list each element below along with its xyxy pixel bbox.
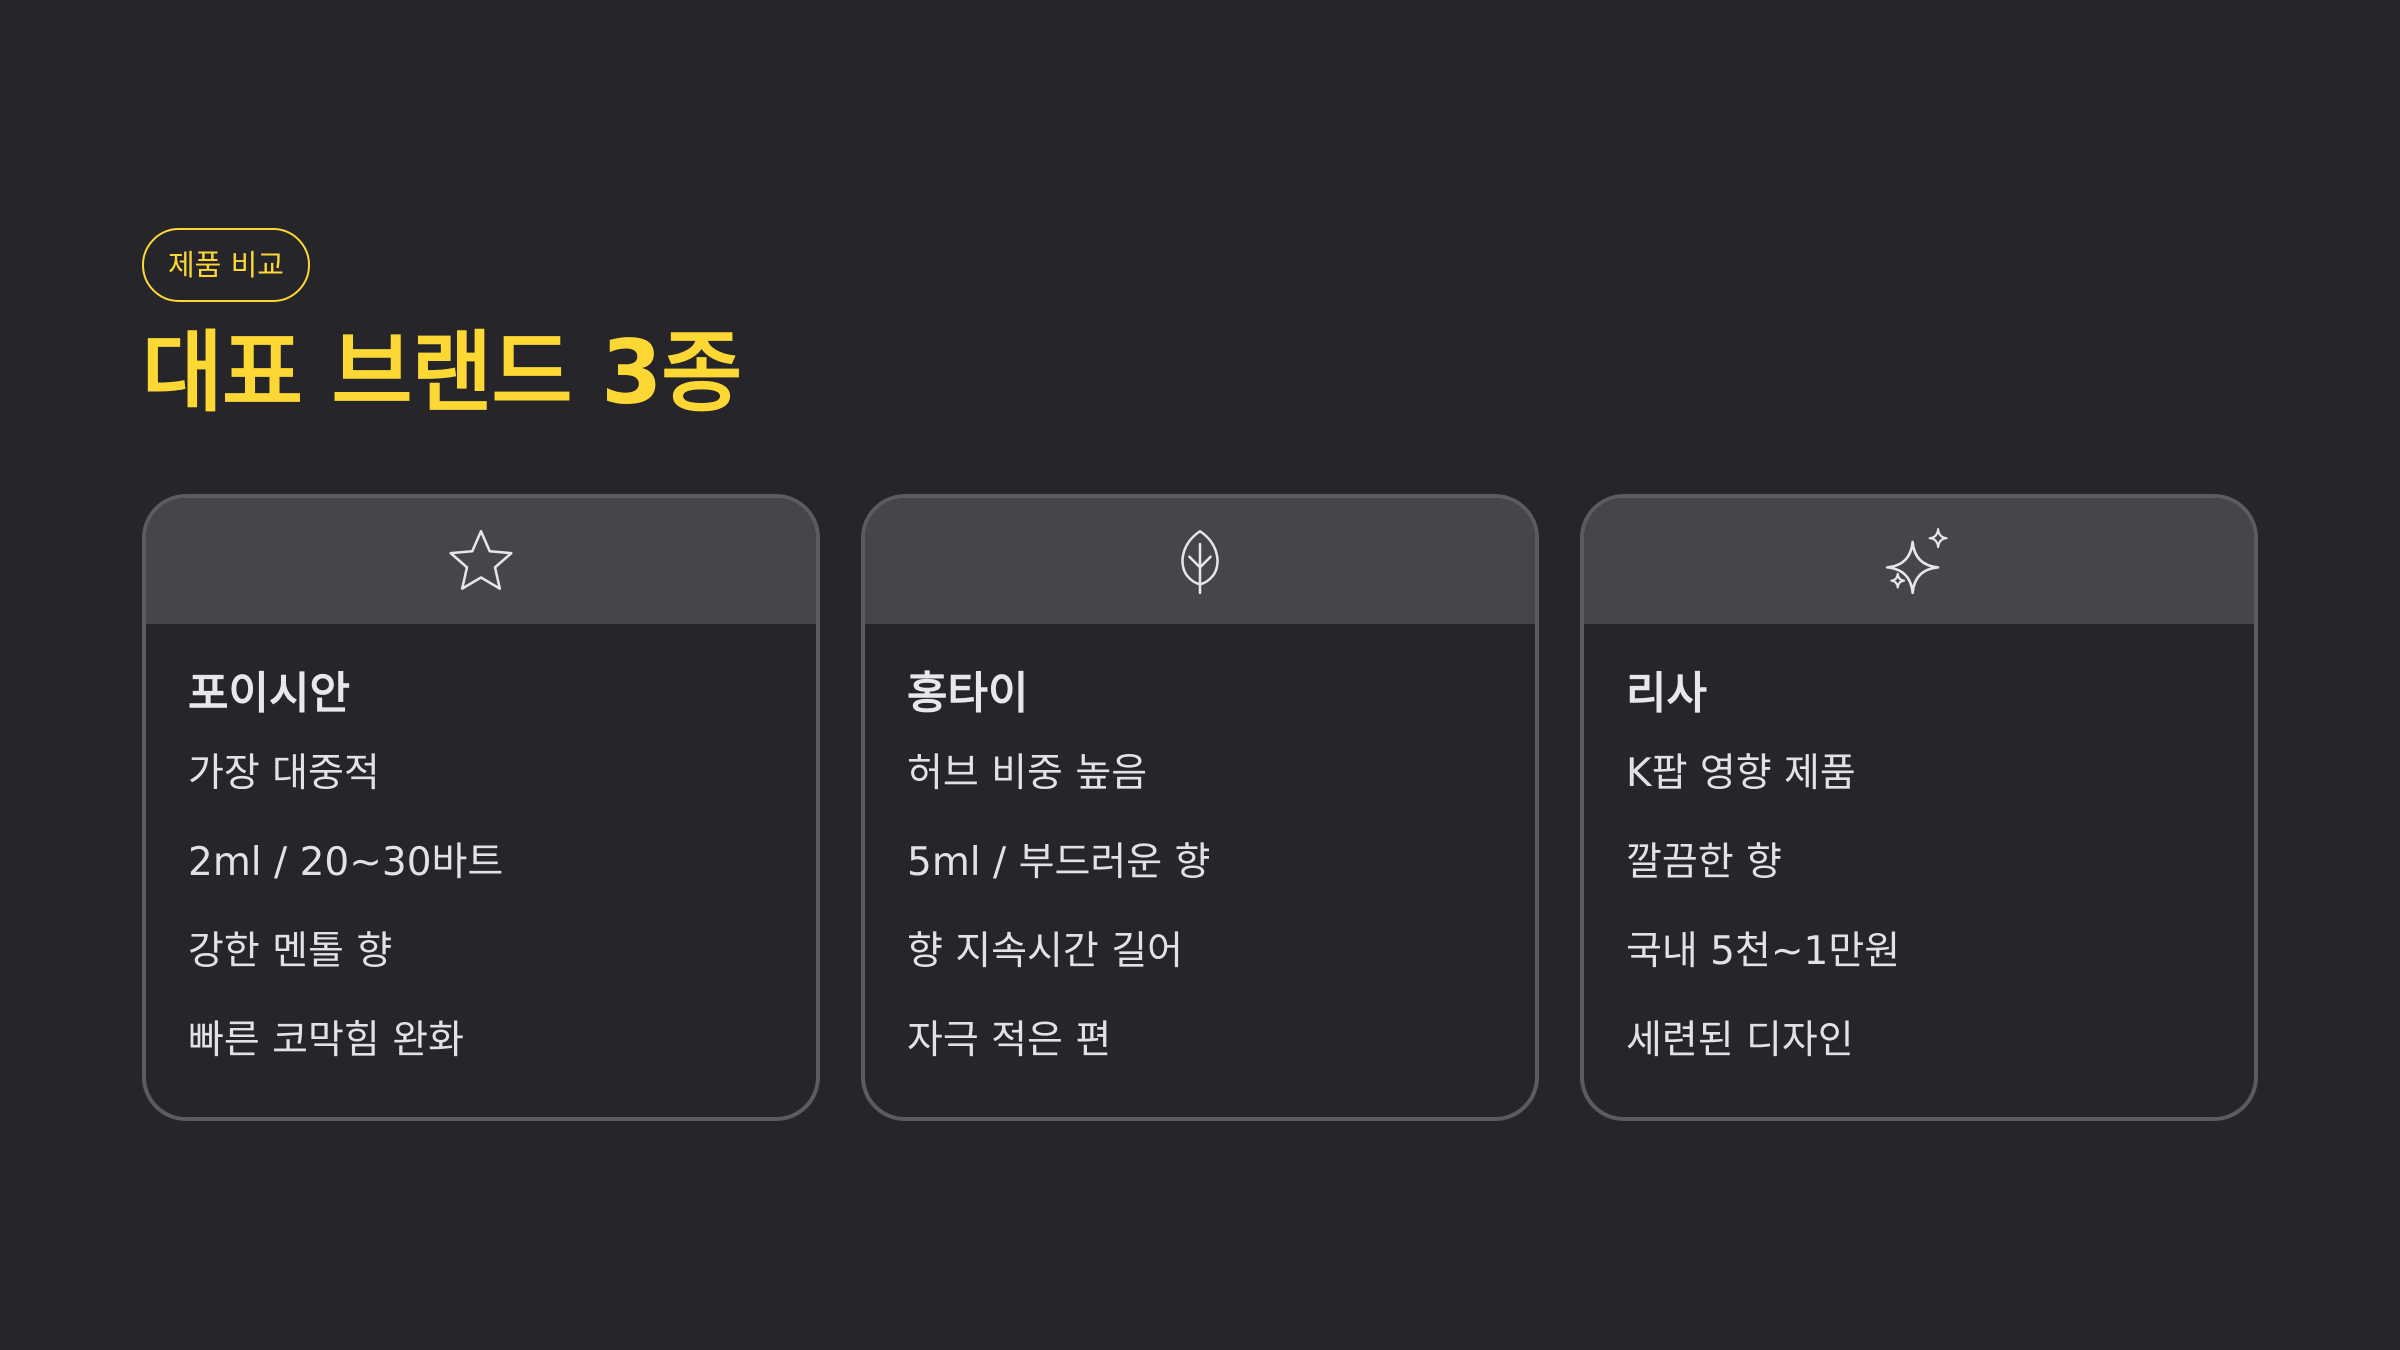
feature-item: 자극 적은 편 [907,1018,1112,1063]
brand-card-3: 리사 K팝 영향 제품 깔끔한 향 국내 5천~1만원 세련된 디자인 [1580,494,2258,1121]
card-body: 리사 K팝 영향 제품 깔끔한 향 국내 5천~1만원 세련된 디자인 [1584,624,2254,1069]
card-header [1584,498,2254,624]
star-icon [449,529,513,590]
card-body: 홍타이 허브 비중 높음 5ml / 부드러운 향 향 지속시간 길어 자극 적… [865,624,1535,1069]
brand-card-2: 홍타이 허브 비중 높음 5ml / 부드러운 향 향 지속시간 길어 자극 적… [861,494,1539,1121]
feature-item: 향 지속시간 길어 [907,929,1183,974]
feature-item: 세련된 디자인 [1626,1018,1854,1063]
brand-name: 포이시안 [188,668,350,719]
brand-name: 리사 [1626,668,1707,719]
section-tag: 제품 비교 [142,228,310,302]
feature-item: 5ml / 부드러운 향 [907,840,1211,885]
brand-card-1: 포이시안 가장 대중적 2ml / 20~30바트 강한 멘톨 향 빠른 코막힘… [142,494,820,1121]
feature-item: 깔끔한 향 [1626,840,1782,885]
page-title: 대표 브랜드 3종 [142,321,742,424]
feature-item: 가장 대중적 [188,751,380,796]
feature-item: K팝 영향 제품 [1626,751,1856,796]
feature-item: 2ml / 20~30바트 [188,840,504,885]
sparkles-icon [1885,528,1948,595]
card-header [865,498,1535,624]
leaf-icon [1181,529,1219,595]
feature-item: 강한 멘톨 향 [188,929,393,974]
card-body: 포이시안 가장 대중적 2ml / 20~30바트 강한 멘톨 향 빠른 코막힘… [146,624,816,1069]
feature-item: 허브 비중 높음 [907,751,1148,796]
brand-name: 홍타이 [907,668,1029,719]
feature-item: 국내 5천~1만원 [1626,929,1901,974]
feature-item: 빠른 코막힘 완화 [188,1018,464,1063]
card-header [146,498,816,624]
